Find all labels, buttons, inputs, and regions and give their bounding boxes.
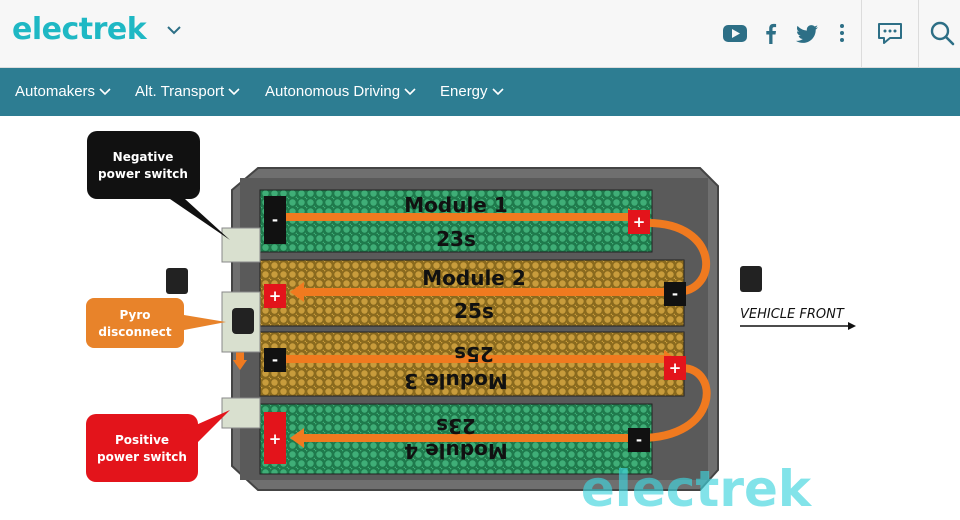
module-2-negative-terminal <box>664 282 686 306</box>
callout-negative-power-switch: Negative power switch <box>87 131 230 240</box>
module-3-label: Module 3 <box>404 369 508 393</box>
callout-pointer <box>170 199 230 240</box>
chevron-down-icon <box>228 88 240 96</box>
nav-item-autonomous-driving[interactable]: Autonomous Driving <box>265 68 416 116</box>
module-2-label: Module 2 <box>422 266 526 290</box>
battery-pack-diagram: - + + - - + + - Module 1 23s Module 2 25… <box>86 131 856 518</box>
nav-item-alt-transport[interactable]: Alt. Transport <box>135 68 240 116</box>
plus-label: + <box>269 430 282 448</box>
module-1-positive-terminal <box>628 210 650 234</box>
vehicle-front-indicator: VEHICLE FRONT <box>740 307 856 330</box>
nav-item-energy[interactable]: Energy <box>440 68 504 116</box>
negative-switch-component <box>221 227 261 263</box>
header-divider <box>918 0 919 67</box>
minus-label: - <box>672 285 678 303</box>
vehicle-front-label: VEHICLE FRONT <box>740 307 845 322</box>
module-4-positive-terminal <box>264 412 286 464</box>
minus-label: - <box>272 351 278 369</box>
youtube-icon[interactable] <box>722 20 748 46</box>
arrowhead <box>848 322 856 330</box>
comments-icon[interactable] <box>876 20 904 46</box>
current-path <box>236 213 711 442</box>
site-logo[interactable]: electrek <box>12 12 147 47</box>
search-icon[interactable] <box>929 20 955 46</box>
callout-text: power switch <box>97 450 187 464</box>
module-3-cells <box>259 331 685 397</box>
chevron-down-icon <box>99 88 111 96</box>
nav-item-automakers[interactable]: Automakers <box>15 68 111 116</box>
left-connector <box>166 268 188 294</box>
module-1-label: Module 1 <box>404 193 508 217</box>
module-2-cells-label: 25s <box>454 299 494 323</box>
facebook-icon[interactable] <box>761 20 781 46</box>
arrowhead <box>290 428 304 448</box>
arrowhead <box>233 360 247 370</box>
pyro-device <box>232 308 254 334</box>
chevron-down-icon[interactable] <box>166 22 182 38</box>
callout-pyro-disconnect: Pyro disconnect <box>86 298 226 348</box>
plus-label: + <box>269 287 282 305</box>
header-divider <box>861 0 862 67</box>
plus-label: + <box>633 213 646 231</box>
callout-pointer <box>180 410 230 450</box>
module-2-positive-terminal <box>264 284 286 308</box>
arrowhead <box>290 282 304 302</box>
module-1-cells-label: 23s <box>436 227 476 251</box>
positive-switch-component <box>221 397 261 429</box>
module-1-negative-terminal <box>264 196 286 244</box>
site-header: electrek <box>0 0 960 68</box>
callout-text: Pyro <box>119 308 150 322</box>
callout-text: Negative <box>113 150 174 164</box>
right-connector <box>740 266 762 292</box>
module-3-cells-label: 25s <box>454 342 494 366</box>
watermark: electrek <box>581 460 813 518</box>
chevron-down-icon <box>491 88 504 96</box>
callout-box <box>87 131 200 199</box>
callout-text: Positive <box>115 433 169 447</box>
minus-label: - <box>272 211 278 229</box>
module-3-positive-terminal <box>664 356 686 380</box>
module-3-negative-terminal <box>264 348 286 372</box>
callout-pointer <box>184 315 226 330</box>
twitter-icon[interactable] <box>794 20 820 46</box>
more-vertical-icon[interactable] <box>836 20 848 46</box>
pack-connectors <box>166 266 762 294</box>
module-4-cells-label: 23s <box>436 414 476 438</box>
module-4-label: Module 4 <box>404 439 508 463</box>
callout-positive-power-switch: Positive power switch <box>86 410 230 482</box>
chevron-down-icon <box>404 88 416 96</box>
callout-text: power switch <box>98 167 188 181</box>
main-nav: Automakers Alt. Transport Autonomous Dri… <box>0 68 960 116</box>
current-arrow <box>300 364 711 442</box>
callout-box <box>86 414 198 482</box>
callout-box <box>86 298 184 348</box>
minus-label: - <box>636 431 642 449</box>
plus-label: + <box>669 359 682 377</box>
callout-text: disconnect <box>98 325 172 339</box>
module-4-negative-terminal <box>628 428 650 452</box>
